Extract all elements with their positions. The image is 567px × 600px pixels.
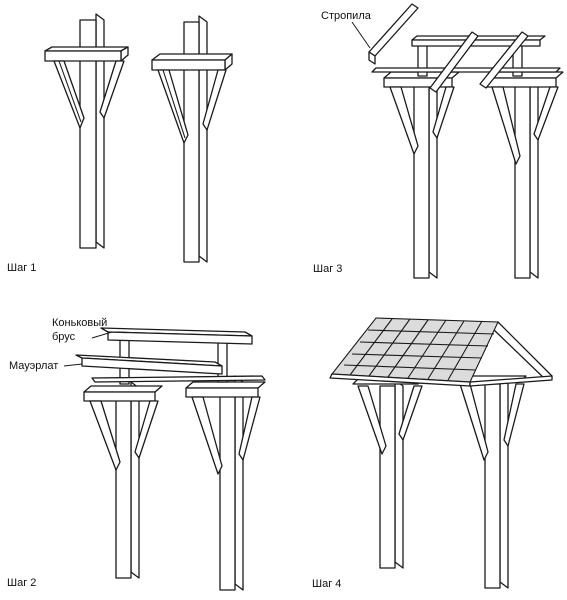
step-1-label: Шаг 1	[7, 262, 37, 274]
shingle-roof	[330, 318, 552, 386]
wall-plate-callout: Мауэрлат	[9, 360, 59, 372]
step1-post-left	[45, 14, 128, 248]
wall-plate	[76, 355, 222, 374]
step2-post-right	[186, 376, 265, 590]
ridge-beam-callout-line2: брус	[52, 331, 76, 343]
step1-post-right	[152, 16, 232, 262]
ridge-beam	[101, 328, 252, 344]
step-2-label: Шаг 2	[7, 577, 37, 589]
step-3-label: Шаг 3	[313, 263, 343, 275]
step4-post-right	[455, 376, 526, 588]
step4-post-left	[353, 378, 424, 568]
step3-post-right	[486, 72, 563, 278]
ridge-beam-callout-line1: Коньковый	[52, 317, 108, 329]
step3-roof-frame	[369, 4, 560, 92]
step-4-label: Шаг 4	[312, 578, 342, 590]
step3-post-left	[384, 72, 459, 278]
rafters-callout: Стропила	[321, 10, 371, 22]
shingle-tiles	[344, 319, 494, 380]
step2-post-left	[84, 382, 162, 578]
